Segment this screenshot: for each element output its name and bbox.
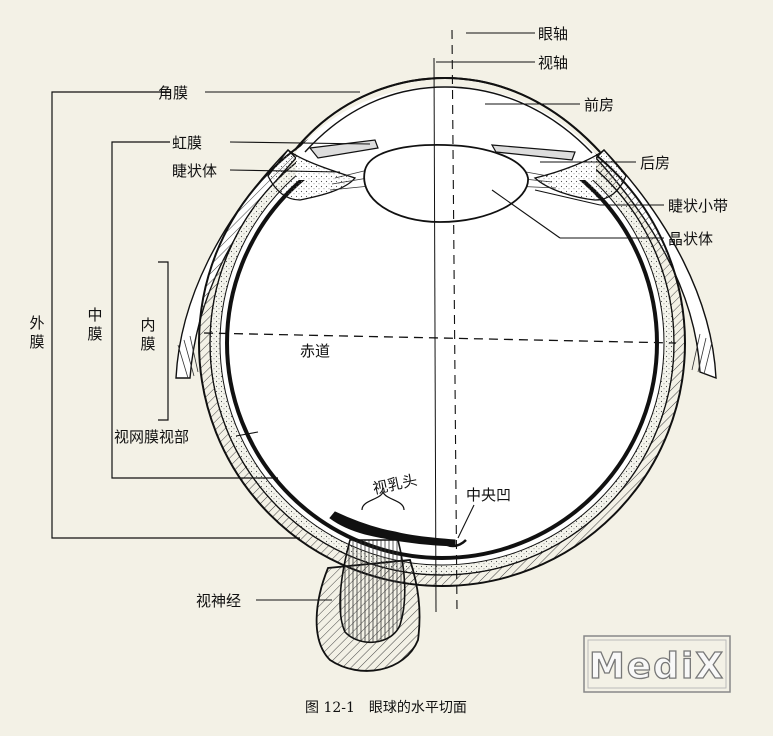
label-inner-layer: 内膜	[140, 316, 155, 353]
fovea-pit	[439, 539, 467, 548]
label-equator: 赤道	[300, 342, 330, 360]
label-posterior-chamber: 后房	[640, 154, 670, 172]
label-optic-nerve: 视神经	[196, 592, 241, 610]
label-ciliary-zonule: 睫状小带	[668, 197, 728, 215]
figure-caption: 图 12-1 眼球的水平切面	[305, 700, 467, 716]
leader-lines	[205, 32, 664, 601]
label-eye-axis: 眼轴	[538, 25, 568, 43]
optic-nerve-core	[339, 539, 406, 644]
watermark-logo: MediX	[583, 635, 731, 693]
visual-axis-line	[433, 57, 437, 613]
label-retina-optic-part: 视网膜视部	[114, 428, 189, 446]
iris-right	[490, 144, 576, 161]
label-outer-layer: 外膜	[29, 314, 44, 351]
label-fovea: 中央凹	[466, 486, 511, 504]
label-middle-layer: 中膜	[87, 306, 102, 343]
layer-brackets	[51, 91, 405, 539]
vertical-label-char: 内	[140, 316, 155, 334]
vertical-label-char: 膜	[87, 325, 102, 343]
label-lens: 晶状体	[668, 230, 713, 248]
vertical-label-char: 膜	[140, 335, 155, 353]
vertical-label-char: 膜	[29, 333, 44, 351]
iris-left	[308, 139, 379, 159]
label-anterior-chamber: 前房	[584, 96, 614, 114]
label-cornea: 角膜	[158, 84, 188, 102]
lens	[363, 144, 529, 223]
eye-axis-line	[451, 29, 458, 613]
label-ciliary-body: 睫状体	[172, 162, 217, 180]
label-iris: 虹膜	[172, 134, 202, 152]
vertical-label-char: 外	[29, 314, 44, 332]
vertical-label-char: 中	[87, 306, 102, 324]
ciliary-body-left	[267, 149, 357, 201]
label-visual-axis: 视轴	[538, 54, 568, 72]
svg-text:MediX: MediX	[589, 646, 725, 687]
equator-line	[203, 332, 677, 344]
